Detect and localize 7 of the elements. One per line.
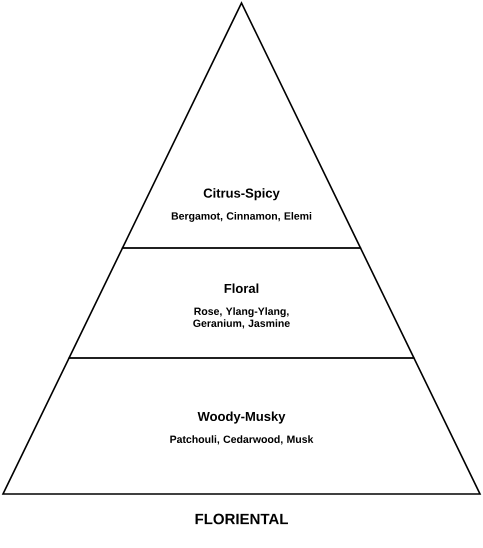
tier-heading: Floral (224, 283, 258, 294)
tier-heading: Citrus-Spicy (204, 188, 280, 200)
tier-label: Patchouli, Cedarwood, Musk (170, 435, 314, 445)
tier-label: Rose, Ylang-Ylang, Geranium, Jasmine (193, 307, 290, 329)
tier-heading: Woody-Musky (198, 411, 286, 424)
tier-label: Bergamot, Cinnamon, Elemi (172, 212, 312, 222)
pyramid-title: FLORIENTAL (196, 514, 288, 524)
